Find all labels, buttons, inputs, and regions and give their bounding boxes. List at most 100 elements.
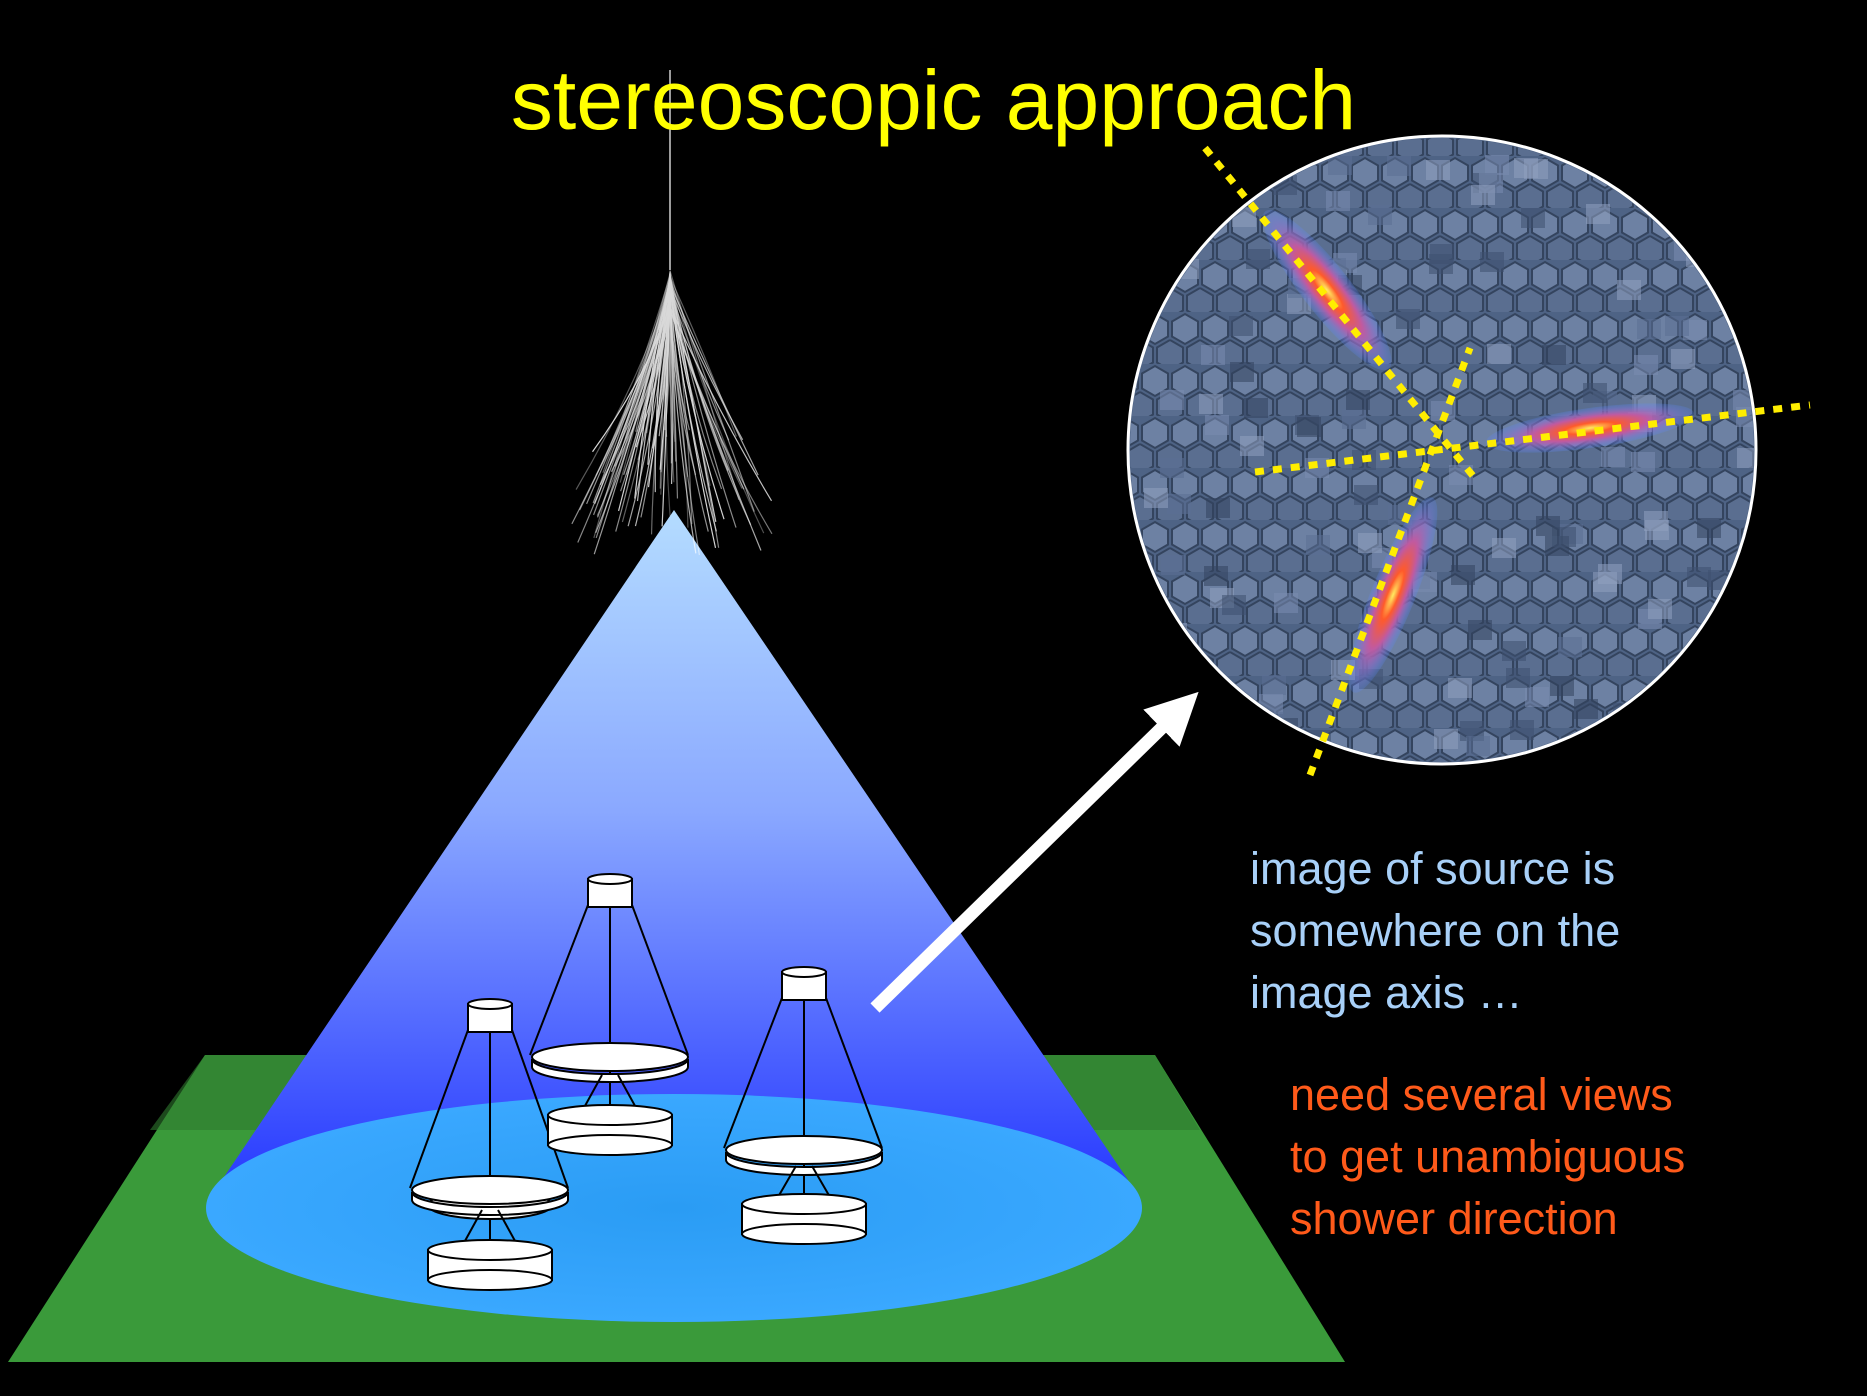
- camera-pixel: [1637, 319, 1661, 339]
- camera-pixel: [1705, 666, 1729, 686]
- camera-pixel: [1737, 448, 1754, 468]
- light-cone: [222, 510, 1128, 1180]
- camera-pixel: [1204, 566, 1228, 586]
- camera-pixel: [1434, 729, 1458, 749]
- camera-pixel: [1536, 516, 1560, 536]
- shower-image-ellipse: [1262, 209, 1392, 371]
- camera-pixel: [1492, 538, 1516, 558]
- camera-pixel: [1306, 535, 1330, 555]
- camera-pixel: [1665, 316, 1689, 336]
- shower-strand: [592, 304, 671, 453]
- camera-pixel: [1617, 280, 1641, 300]
- camera-pixel: [1704, 709, 1728, 729]
- camera-pixel: [1586, 204, 1610, 224]
- camera-pixel: [1167, 494, 1191, 514]
- camera-pixel: [1487, 344, 1511, 364]
- shower-strand: [668, 285, 676, 442]
- camera-pixel: [1631, 452, 1655, 472]
- note-line: to get unambiguous: [1290, 1131, 1686, 1182]
- shower-strand: [669, 270, 740, 500]
- camera-pixel: [1502, 641, 1526, 661]
- camera-pixel: [1634, 355, 1658, 375]
- telescope-icon: [409, 998, 569, 1291]
- image-axis-lines: [1202, 145, 1811, 777]
- telescope-icon: [723, 966, 883, 1245]
- shower-strand: [669, 274, 752, 525]
- note-line: need several views: [1290, 1069, 1673, 1120]
- shower-strand: [669, 293, 697, 476]
- camera-pixel: [1199, 394, 1223, 414]
- camera-pixel: [1274, 593, 1298, 613]
- camera-pixel: [1180, 702, 1204, 722]
- camera-pixel: [1201, 345, 1225, 365]
- slide-title: stereoscopic approach: [510, 53, 1357, 147]
- light-pool: [206, 1094, 1142, 1322]
- camera-pixel: [1189, 181, 1213, 201]
- note-line: image of source is: [1250, 843, 1616, 894]
- camera-pixel: [1358, 533, 1382, 553]
- camera-pixel: [1160, 390, 1184, 410]
- shower-strand: [669, 276, 737, 437]
- shower-strand: [617, 308, 671, 512]
- camera-pixel: [1246, 249, 1270, 269]
- camera-view-icon: [1126, 134, 1778, 766]
- shower-strand: [669, 285, 737, 528]
- camera-pixel: [1506, 668, 1530, 688]
- camera-pixel: [1186, 186, 1210, 206]
- camera-pixel: [1480, 252, 1504, 272]
- camera-pixel: [1346, 390, 1370, 410]
- camera-pixel: [1141, 698, 1165, 718]
- camera-pixel: [1240, 436, 1264, 456]
- shower-image-ellipse: [1348, 497, 1438, 693]
- camera-pixel: [1166, 728, 1190, 748]
- camera-pixel: [1721, 158, 1745, 178]
- camera-pixel: [1429, 254, 1453, 274]
- camera-pixel: [1190, 157, 1214, 177]
- camera-pixel: [1466, 736, 1490, 756]
- camera-pixel: [1593, 572, 1617, 592]
- camera-pixel: [1387, 156, 1411, 176]
- shower-strand: [579, 282, 671, 511]
- camera-pixel: [1645, 520, 1669, 540]
- camera-pixel: [1550, 676, 1574, 696]
- camera-pixel: [1510, 720, 1534, 740]
- camera-pixel: [1426, 160, 1450, 180]
- camera-pixel: [1468, 620, 1492, 640]
- camera-pixel: [1485, 155, 1509, 175]
- shower-strand: [635, 298, 671, 432]
- image-axis-note: image of source is somewhere on the imag…: [1250, 838, 1620, 1024]
- camera-pixel: [1244, 398, 1268, 418]
- views-note: need several views to get unambiguous sh…: [1290, 1064, 1685, 1250]
- camera-pixel: [1342, 409, 1366, 429]
- camera-pixel: [1206, 498, 1230, 518]
- camera-pixel: [1648, 599, 1672, 619]
- shower-strand: [627, 279, 671, 527]
- camera-pixel: [1448, 678, 1472, 698]
- note-line: somewhere on the: [1250, 905, 1621, 956]
- shower-image-ellipse: [1485, 403, 1695, 453]
- camera-pixel: [1671, 349, 1695, 369]
- camera-pixel: [1669, 688, 1693, 708]
- camera-pixel: [1525, 687, 1549, 707]
- shower-strand: [660, 271, 671, 495]
- camera-pixel: [1229, 316, 1253, 336]
- camera-pixel: [1558, 637, 1582, 657]
- particle-shower-icon: [571, 270, 773, 556]
- note-line: shower direction: [1290, 1193, 1618, 1244]
- camera-pixel: [1230, 362, 1254, 382]
- shower-strand: [669, 283, 759, 476]
- camera-pixel: [1222, 595, 1246, 615]
- camera-pixel: [1182, 202, 1206, 222]
- camera-pixel: [1733, 239, 1754, 259]
- camera-pixel: [1754, 586, 1778, 606]
- shower-strand: [602, 275, 671, 473]
- camera-pixel: [1297, 417, 1321, 437]
- camera-pixel: [1147, 182, 1171, 202]
- camera-pixel: [1130, 162, 1154, 182]
- camera-pixel: [1205, 415, 1229, 435]
- shower-strand: [669, 308, 773, 535]
- camera-pixel: [1328, 155, 1352, 175]
- arrow-icon: [870, 691, 1199, 1013]
- camera-pixel: [1542, 345, 1566, 365]
